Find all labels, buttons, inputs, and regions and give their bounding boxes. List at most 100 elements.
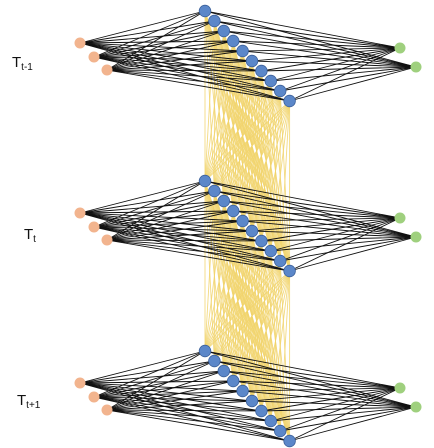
recurrent-edge-t-minus-to-t-9-6 bbox=[260, 100, 291, 242]
edge-input-hidden-t-plus-1-5 bbox=[93, 396, 253, 402]
edge-input-hidden-t-minus-1-6 bbox=[93, 56, 262, 72]
hidden-node-t-minus-8 bbox=[274, 84, 287, 98]
input-node-t-minus-1 bbox=[88, 51, 100, 63]
edge-input-hidden-t-1-2 bbox=[93, 200, 224, 228]
hidden-node-t-3 bbox=[226, 204, 240, 218]
hidden-node-t-minus-0 bbox=[198, 4, 212, 18]
hidden-node-t-plus-9 bbox=[283, 434, 296, 448]
edge-input-hidden-t-plus-2-2 bbox=[106, 370, 224, 411]
edge-input-hidden-t-minus-0-4 bbox=[79, 42, 243, 52]
edge-input-hidden-t-1-0 bbox=[93, 180, 206, 228]
recurrent-edge-t-minus-to-t-8-0 bbox=[204, 90, 281, 182]
edge-input-hidden-t-plus-1-8 bbox=[93, 396, 281, 432]
edge-input-hidden-t-minus-2-7 bbox=[106, 69, 271, 82]
edge-hidden-output-t-minus-8-0 bbox=[280, 47, 401, 92]
edge-hidden-output-t-2-0 bbox=[223, 200, 401, 219]
recurrent-edge-t-to-t-plus-9-2 bbox=[223, 270, 290, 372]
edge-hidden-output-t-minus-9-1 bbox=[289, 66, 417, 102]
edge-input-hidden-t-2-3 bbox=[106, 210, 234, 241]
edge-input-hidden-t-minus-1-1 bbox=[93, 20, 215, 58]
edge-input-hidden-t-plus-1-6 bbox=[93, 396, 262, 412]
edge-input-hidden-t-plus-2-9 bbox=[106, 409, 290, 442]
edge-input-hidden-t-plus-2-0 bbox=[106, 350, 206, 411]
input-node-t-2 bbox=[101, 234, 113, 246]
recurrent-edge-t-to-t-plus-5-0 bbox=[204, 230, 253, 352]
edge-hidden-output-t-plus-3-1 bbox=[233, 380, 417, 408]
edge-input-hidden-t-minus-0-5 bbox=[79, 42, 253, 62]
edge-hidden-output-t-minus-6-1 bbox=[261, 66, 417, 72]
edge-input-hidden-t-plus-0-0 bbox=[79, 350, 206, 384]
edge-hidden-output-t-plus-8-0 bbox=[280, 387, 401, 432]
edge-input-hidden-t-2-6 bbox=[106, 239, 262, 242]
recurrent-edge-t-minus-to-t-9-1 bbox=[214, 100, 290, 192]
recurrent-edge-t-minus-to-t-9-7 bbox=[270, 100, 291, 252]
edge-input-hidden-t-minus-2-5 bbox=[106, 60, 253, 71]
hidden-node-t-plus-3 bbox=[226, 374, 240, 388]
recurrent-edge-t-to-t-plus-6-0 bbox=[204, 240, 262, 352]
edge-hidden-output-t-3-0 bbox=[233, 210, 401, 219]
recurrent-edge-t-to-t-plus-1-0 bbox=[204, 190, 215, 352]
edge-hidden-output-t-6-1 bbox=[261, 236, 417, 242]
edge-input-hidden-t-minus-1-9 bbox=[93, 56, 290, 102]
edge-input-hidden-t-plus-2-5 bbox=[106, 400, 253, 411]
hidden-node-t-minus-4 bbox=[236, 44, 249, 58]
recurrent-edge-t-to-t-plus-9-4 bbox=[242, 270, 291, 392]
hidden-node-t-minus-7 bbox=[264, 74, 278, 88]
edge-input-hidden-t-minus-0-0 bbox=[79, 10, 206, 44]
edge-input-hidden-t-1-7 bbox=[93, 226, 271, 252]
recurrent-edge-t-to-t-plus-9-5 bbox=[251, 270, 291, 402]
edge-hidden-output-t-plus-0-0 bbox=[204, 350, 401, 389]
edge-input-hidden-t-2-4 bbox=[106, 220, 243, 241]
edge-hidden-output-t-minus-8-1 bbox=[280, 66, 417, 92]
input-node-t-0 bbox=[74, 207, 86, 219]
edge-hidden-output-t-plus-6-1 bbox=[261, 406, 417, 412]
edge-input-hidden-t-plus-0-4 bbox=[79, 382, 243, 392]
recurrent-edge-t-to-t-plus-9-8 bbox=[279, 270, 291, 432]
edge-input-hidden-t-minus-2-4 bbox=[106, 50, 243, 71]
edge-input-hidden-t-minus-1-4 bbox=[93, 50, 243, 58]
edge-input-hidden-t-minus-2-8 bbox=[106, 69, 281, 92]
edge-hidden-output-t-plus-6-0 bbox=[261, 387, 401, 412]
recurrent-edge-t-minus-to-t-5-0 bbox=[204, 60, 253, 182]
edge-hidden-output-t-4-1 bbox=[242, 220, 417, 238]
time-step-label-t-minus-1: Tt-1 bbox=[12, 54, 33, 73]
edge-input-hidden-t-plus-0-3 bbox=[79, 380, 234, 384]
recurrent-edge-t-to-t-plus-9-6 bbox=[260, 270, 291, 412]
edge-hidden-output-t-minus-3-0 bbox=[233, 40, 401, 49]
hidden-node-t-minus-1 bbox=[208, 14, 221, 28]
hidden-node-t-minus-5 bbox=[245, 54, 259, 68]
time-step-label-t: Tt bbox=[24, 226, 36, 245]
edge-input-hidden-t-1-5 bbox=[93, 226, 253, 232]
edge-hidden-output-t-plus-1-0 bbox=[214, 360, 401, 389]
output-node-t-0 bbox=[394, 212, 406, 224]
edge-input-hidden-t-minus-0-2 bbox=[79, 30, 224, 44]
edge-hidden-output-t-minus-0-0 bbox=[204, 10, 401, 49]
recurrent-edge-t-to-t-plus-3-0 bbox=[204, 210, 234, 352]
edge-input-hidden-t-plus-2-3 bbox=[106, 380, 234, 411]
edge-hidden-output-t-plus-8-1 bbox=[280, 406, 417, 432]
edge-hidden-output-t-2-1 bbox=[223, 200, 417, 238]
edge-hidden-output-t-7-1 bbox=[270, 236, 417, 252]
recurrent-edge-t-to-t-plus-9-0 bbox=[204, 270, 290, 352]
edge-hidden-output-t-plus-3-0 bbox=[233, 380, 401, 389]
edge-hidden-output-t-minus-4-0 bbox=[242, 47, 401, 52]
edge-input-hidden-t-1-6 bbox=[93, 226, 262, 242]
edge-hidden-output-t-8-0 bbox=[280, 217, 401, 262]
edge-input-hidden-t-minus-2-9 bbox=[106, 69, 290, 102]
recurrent-edge-t-minus-to-t-9-4 bbox=[242, 100, 291, 222]
hidden-node-t-5 bbox=[245, 224, 259, 238]
edge-input-hidden-t-2-9 bbox=[106, 239, 290, 272]
edge-hidden-output-t-minus-1-0 bbox=[214, 20, 401, 49]
edge-input-hidden-t-minus-0-1 bbox=[79, 20, 215, 44]
feedforward-connections bbox=[79, 10, 417, 442]
edge-input-hidden-t-plus-1-7 bbox=[93, 396, 271, 422]
edge-input-hidden-t-plus-2-7 bbox=[106, 409, 271, 422]
hidden-node-t-2 bbox=[217, 194, 231, 208]
hidden-node-t-plus-4 bbox=[236, 384, 249, 398]
edge-input-hidden-t-1-1 bbox=[93, 190, 215, 228]
edge-hidden-output-t-5-0 bbox=[251, 217, 401, 232]
recurrent-edge-t-minus-to-t-6-0 bbox=[204, 70, 262, 182]
edge-hidden-output-t-minus-5-1 bbox=[251, 60, 417, 68]
